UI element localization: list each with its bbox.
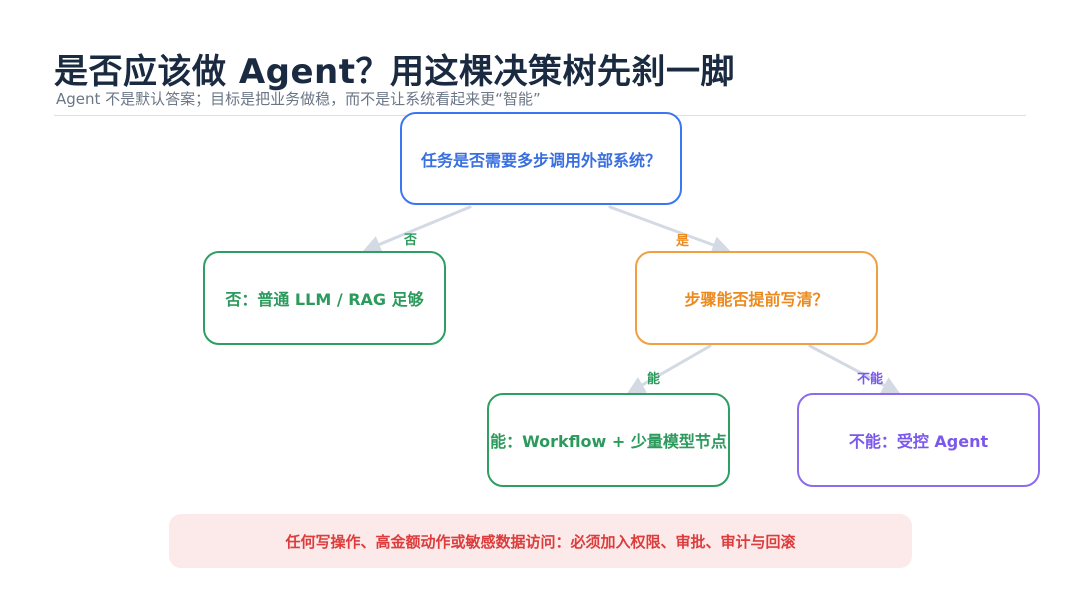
page-subtitle: Agent 不是默认答案；目标是把业务做稳，而不是让系统看起来更“智能” bbox=[56, 90, 541, 108]
edge-label-can: 能 bbox=[647, 372, 661, 387]
page-title: 是否应该做 Agent？用这棵决策树先刹一脚 bbox=[54, 52, 736, 92]
workflow-node: 能：Workflow + 少量模型节点 bbox=[487, 393, 730, 487]
edge-label-yes: 是 bbox=[676, 234, 690, 249]
agent-node: 不能：受控 Agent bbox=[797, 393, 1040, 487]
warning-banner: 任何写操作、高金额动作或敏感数据访问：必须加入权限、审批、审计与回滚 bbox=[169, 514, 912, 568]
edge-yes-to-cannot bbox=[808, 344, 901, 394]
step-question-node: 步骤能否提前写清？ bbox=[635, 251, 878, 345]
no-answer-node: 否：普通 LLM / RAG 足够 bbox=[203, 251, 446, 345]
edge-yes-to-can bbox=[626, 344, 712, 394]
edge-root-to-no bbox=[362, 205, 472, 253]
edge-label-cannot: 不能 bbox=[857, 372, 884, 387]
root-question-node: 任务是否需要多步调用外部系统？ bbox=[400, 112, 682, 205]
edge-label-no: 否 bbox=[404, 233, 418, 248]
edge-root-to-yes bbox=[608, 205, 731, 254]
